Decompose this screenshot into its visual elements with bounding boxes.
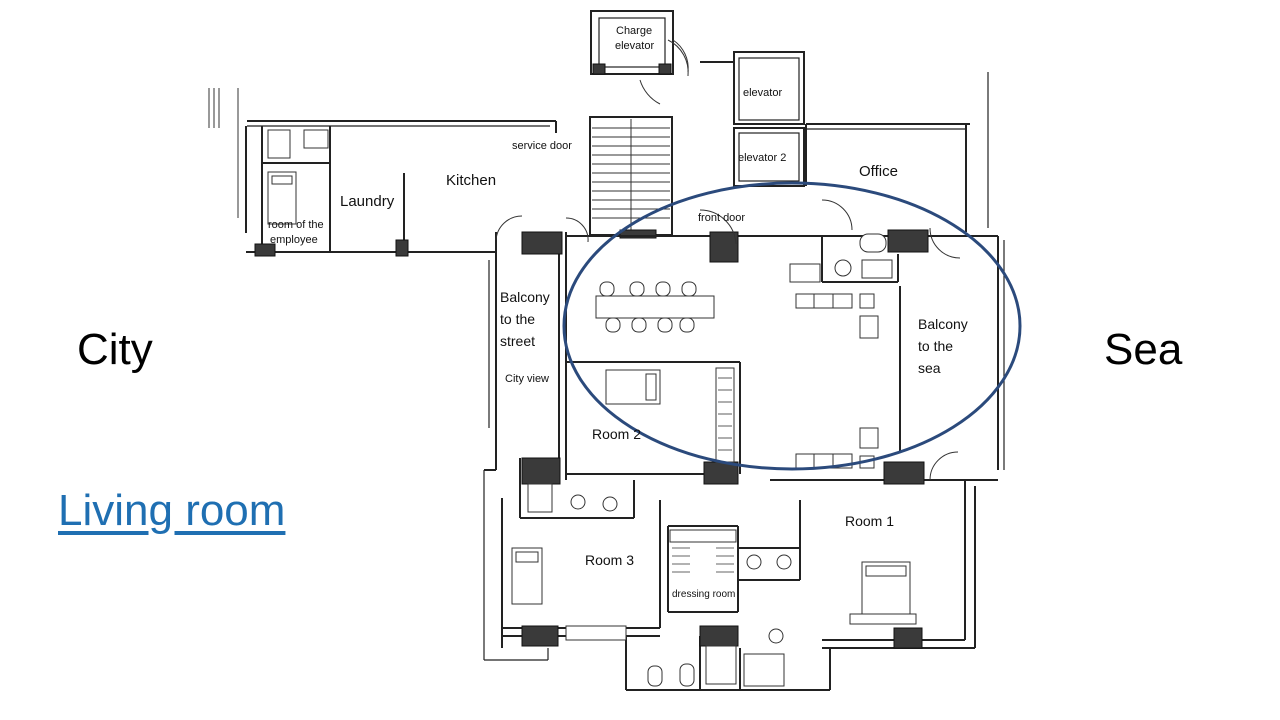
room-labels: Charge elevator elevator elevator 2 serv…: [268, 25, 968, 600]
label-elevator: elevator: [743, 87, 782, 99]
staircase: [589, 116, 673, 239]
living-room-link[interactable]: Living room: [58, 486, 286, 535]
lower-bath-fixtures: [647, 645, 785, 687]
label-city-view: City view: [505, 373, 549, 385]
label-balcony-street-1: Balcony: [500, 289, 550, 305]
label-balcony-sea-1: Balcony: [918, 316, 968, 332]
label-service-door: service door: [512, 140, 572, 152]
service-wing-walls: [208, 88, 557, 257]
dressing-room-furniture: [669, 529, 792, 573]
lounge-furniture: [789, 233, 893, 469]
city-side-label: City: [77, 325, 153, 374]
sea-side-label: Sea: [1104, 325, 1183, 374]
dining-table: [595, 281, 715, 333]
label-balcony-street-2: to the: [500, 311, 535, 327]
label-charge-elevator-2: elevator: [615, 40, 654, 52]
label-room-3: Room 3: [585, 552, 634, 568]
label-laundry: Laundry: [340, 193, 395, 210]
label-balcony-sea-2: to the: [918, 338, 953, 354]
label-office: Office: [859, 163, 898, 180]
living-room-highlight: [562, 181, 1022, 471]
label-room-2: Room 2: [592, 426, 641, 442]
main-walls: [483, 72, 1005, 691]
label-front-door: front door: [698, 212, 745, 224]
room-3-furniture: [511, 483, 627, 641]
label-dressing-room: dressing room: [672, 589, 735, 600]
label-employee-room-1: room of the: [268, 219, 324, 231]
label-room-1: Room 1: [845, 513, 894, 529]
label-elevator-2: elevator 2: [738, 152, 786, 164]
label-employee-room-2: employee: [270, 234, 318, 246]
label-charge-elevator-1: Charge: [616, 25, 652, 37]
structural-columns: [521, 229, 929, 649]
room-2-furniture: [605, 367, 735, 463]
label-balcony-street-3: street: [500, 333, 535, 349]
door-swings: [495, 39, 961, 481]
room-1-furniture: [768, 561, 917, 644]
label-balcony-sea-3: sea: [918, 360, 941, 376]
label-kitchen: Kitchen: [446, 172, 496, 189]
elevator-shafts: [639, 51, 805, 187]
